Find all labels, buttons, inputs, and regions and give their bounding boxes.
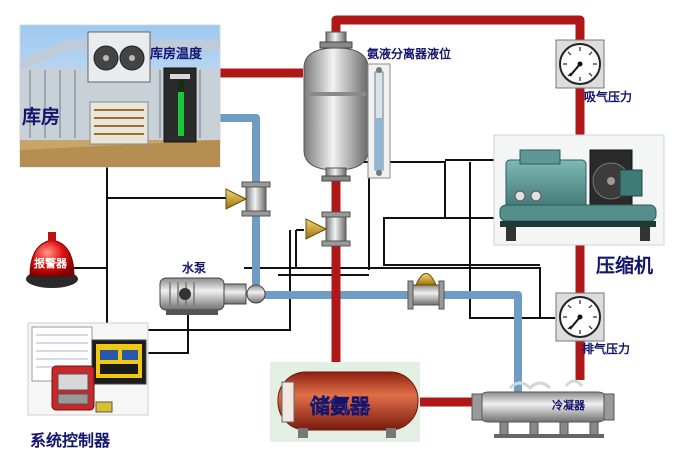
refrigerant-pipes xyxy=(220,15,585,407)
storage-temp-label: 库房温度 xyxy=(150,46,203,62)
valve-water-upper xyxy=(225,181,271,217)
discharge-pressure-label: 排气压力 xyxy=(582,341,630,356)
separator-level-gauge xyxy=(367,63,391,179)
ammonia-receiver-label: 储氨器 xyxy=(310,394,371,418)
condenser xyxy=(471,379,615,438)
ammonia-receiver xyxy=(270,362,420,442)
suction-pressure-gauge xyxy=(555,39,605,89)
water-pipes xyxy=(204,114,522,392)
separator-level-label: 氨液分离器液位 xyxy=(367,46,451,61)
system-controller-photo xyxy=(27,322,149,416)
valve-water-lower xyxy=(407,273,445,310)
alarm-lamp xyxy=(26,232,78,288)
condenser-label: 冷凝器 xyxy=(552,398,586,412)
water-pump xyxy=(159,277,266,315)
system-controller-label: 系统控制器 xyxy=(30,431,111,450)
ammonia-separator xyxy=(303,31,369,182)
compressor-unit xyxy=(493,134,665,246)
suction-pressure-label: 吸气压力 xyxy=(584,89,632,104)
cold-storage-photo xyxy=(19,24,221,168)
alarm-label: 报警器 xyxy=(34,256,68,270)
signal-wires xyxy=(73,159,580,354)
compressor-label: 压缩机 xyxy=(596,254,653,277)
water-pump-label: 水泵 xyxy=(182,260,206,275)
cold-storage-label: 库房 xyxy=(22,105,60,128)
valve-refrigerant xyxy=(305,211,351,247)
discharge-pressure-gauge xyxy=(555,292,605,342)
